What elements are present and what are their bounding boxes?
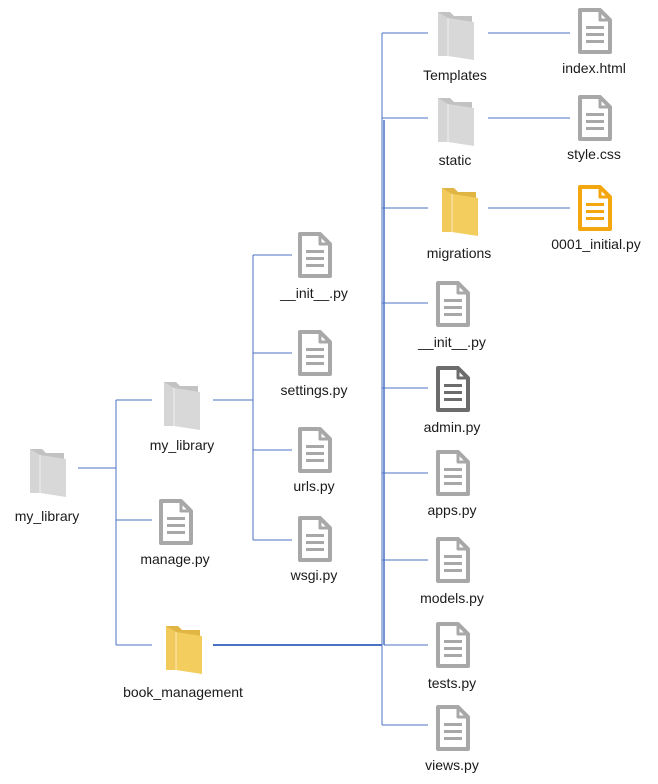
tree-node-tests-py[interactable]: tests.py xyxy=(0,0,476,691)
tree-node-root[interactable]: my_library xyxy=(0,0,79,524)
folder-gray-icon xyxy=(26,443,70,499)
file-gray-icon xyxy=(434,537,470,583)
node-label: views.py xyxy=(425,757,479,773)
node-label: __init__.py xyxy=(280,285,348,301)
node-label: apps.py xyxy=(427,502,477,518)
node-label: my_library xyxy=(14,508,80,524)
node-label: index.html xyxy=(562,60,626,76)
tree-node-migrations[interactable]: migrations xyxy=(0,0,491,261)
file-gray-icon xyxy=(434,705,470,751)
folder-yellow-icon xyxy=(162,620,206,676)
node-label: tests.py xyxy=(427,675,477,691)
file-gray-icon xyxy=(296,516,332,562)
folder-gray-icon xyxy=(160,376,204,432)
tree-node-admin-py[interactable]: admin.py xyxy=(0,0,480,435)
node-label: settings.py xyxy=(280,382,348,398)
node-label: wsgi.py xyxy=(290,567,338,583)
node-label: Templates xyxy=(423,67,487,83)
tree-node-book-management[interactable]: book_management xyxy=(0,0,243,700)
node-label: static xyxy=(438,152,472,168)
file-gray-icon xyxy=(434,622,470,668)
node-label: my_library xyxy=(149,437,215,453)
folder-yellow-icon xyxy=(438,182,482,238)
node-label: 0001_initial.py xyxy=(551,236,641,252)
connector-lines xyxy=(78,32,570,726)
file-gray-icon xyxy=(157,499,193,545)
node-label: urls.py xyxy=(293,478,335,494)
tree-node-app-init-py[interactable]: __init__.py xyxy=(0,0,486,350)
file-gray-icon xyxy=(434,450,470,496)
file-gray-icon xyxy=(434,281,470,327)
tree-node-static[interactable]: static xyxy=(0,0,474,168)
tree-node-templates[interactable]: Templates xyxy=(0,0,487,83)
tree-node-style-css[interactable]: style.css xyxy=(0,0,621,162)
node-label: manage.py xyxy=(140,551,210,567)
tree-node-apps-py[interactable]: apps.py xyxy=(0,0,477,518)
node-label: admin.py xyxy=(423,419,481,435)
tree-node-urls-py[interactable]: urls.py xyxy=(0,0,335,494)
tree-node-0001-initial-py[interactable]: 0001_initial.py xyxy=(0,0,641,252)
file-gray-icon xyxy=(576,95,612,141)
tree-node-manage-py[interactable]: manage.py xyxy=(0,0,210,567)
file-gray-icon xyxy=(576,8,612,54)
file-gray-icon xyxy=(296,232,332,278)
node-label: book_management xyxy=(123,684,243,700)
tree-node-proj-init-py[interactable]: __init__.py xyxy=(0,0,348,301)
tree-node-my-library[interactable]: my_library xyxy=(0,0,214,453)
file-gray-icon xyxy=(296,330,332,376)
node-label: migrations xyxy=(426,245,492,261)
node-label: models.py xyxy=(420,590,484,606)
folder-gray-icon xyxy=(434,6,478,62)
file-dark-icon xyxy=(434,366,470,412)
tree-node-models-py[interactable]: models.py xyxy=(0,0,484,606)
file-gray-icon xyxy=(296,427,332,473)
node-label: style.css xyxy=(567,146,621,162)
tree-node-views-py[interactable]: views.py xyxy=(0,0,479,773)
node-label: __init__.py xyxy=(418,334,486,350)
tree-node-index-html[interactable]: index.html xyxy=(0,0,626,76)
tree-node-wsgi-py[interactable]: wsgi.py xyxy=(0,0,337,583)
folder-gray-icon xyxy=(434,92,478,148)
file-orange-icon xyxy=(576,185,612,231)
tree-node-settings-py[interactable]: settings.py xyxy=(0,0,347,398)
